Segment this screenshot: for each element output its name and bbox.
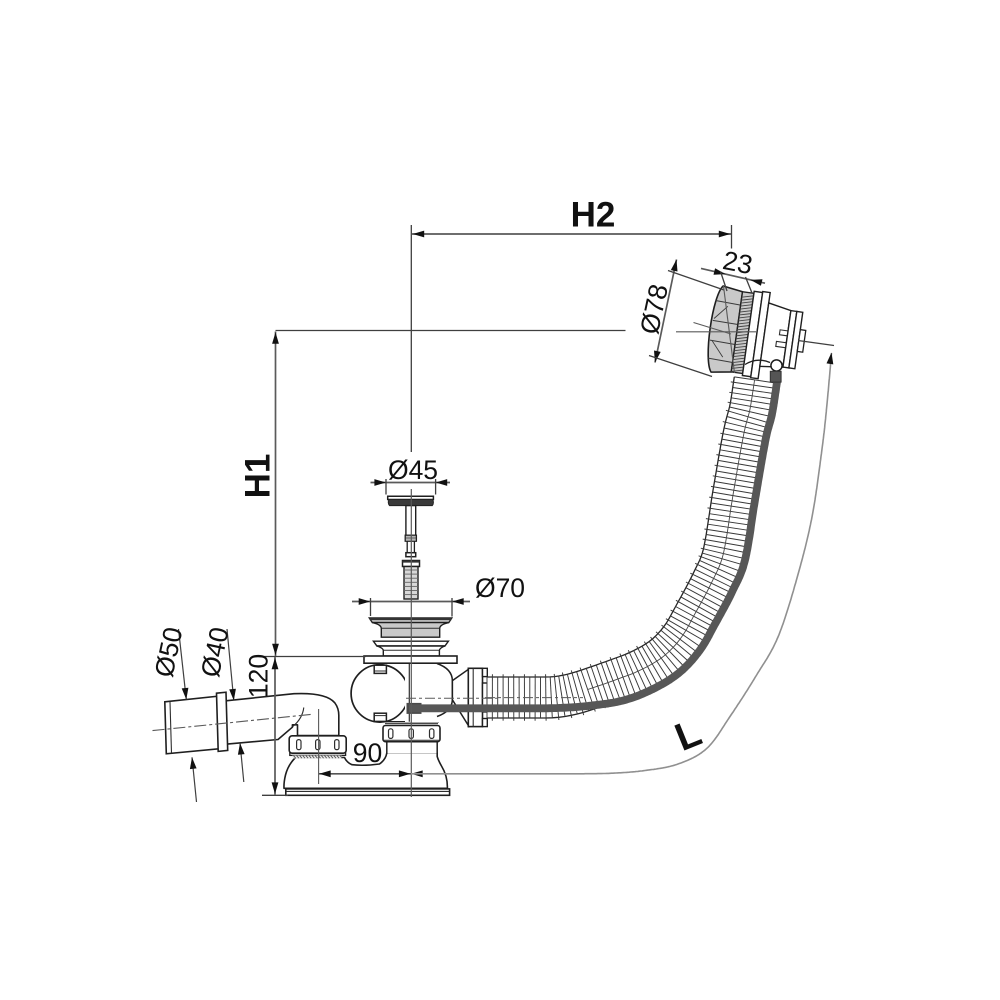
svg-text:120: 120 <box>244 654 274 698</box>
svg-text:H1: H1 <box>239 454 278 499</box>
svg-text:H2: H2 <box>571 196 616 235</box>
svg-text:Ø70: Ø70 <box>475 573 525 603</box>
svg-text:Ø45: Ø45 <box>388 455 438 485</box>
svg-text:23: 23 <box>720 245 755 280</box>
svg-text:90: 90 <box>353 738 382 768</box>
